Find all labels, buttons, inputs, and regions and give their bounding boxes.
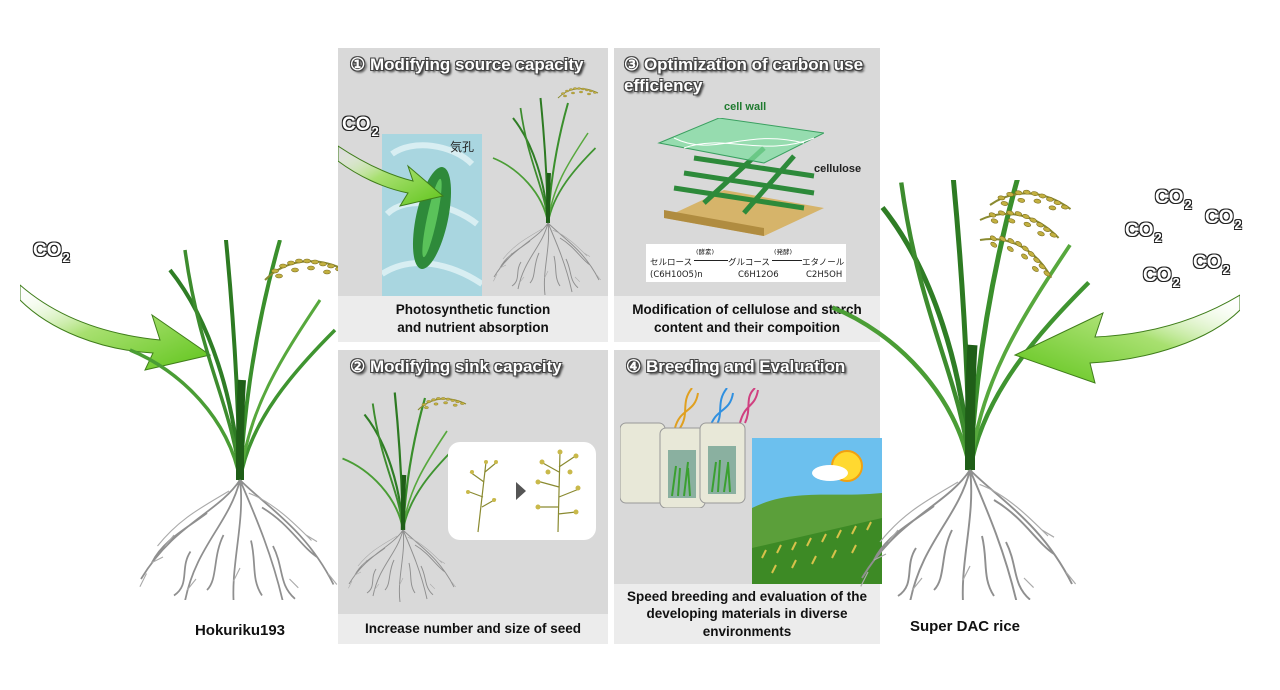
stomata-label: 気孔: [450, 140, 475, 154]
cell-wall-label: cell wall: [724, 101, 767, 113]
reaction-step-1: セルロース: [650, 258, 693, 268]
plant-label-super-dac: Super DAC rice: [909, 618, 1021, 635]
co2-label-right-4: CO2: [1193, 252, 1230, 277]
panel-breeding: ④ Breeding and Evaluation: [614, 350, 882, 644]
rice-plant-hokuriku193-icon: [115, 240, 365, 600]
panel-title-breeding: ④ Breeding and Evaluation: [626, 357, 846, 376]
plant-label-hokuriku193: Hokuriku193: [194, 622, 286, 639]
reaction-step-2: グルコース: [728, 258, 770, 268]
panel-caption-breeding: Speed breeding and evaluation of the dev…: [614, 584, 880, 644]
rice-field-icon: [752, 438, 882, 584]
panel-title-source: ① Modifying source capacity: [350, 55, 584, 74]
reaction-arrow-1: [694, 260, 728, 261]
reaction-formula-2: C6H12O6: [738, 270, 779, 280]
reaction-step-3: エタノール: [802, 258, 845, 268]
co2-label-left: CO2: [33, 240, 70, 265]
co2-label-panel1: CO2: [342, 114, 379, 139]
reaction-enzyme-1: (酵素): [696, 248, 715, 256]
co2-arrow-left-icon: [20, 245, 220, 375]
co2-label-right-1: CO2: [1155, 187, 1192, 212]
panel-caption-carbon: Modification of cellulose and starch con…: [614, 296, 880, 342]
co2-arrow-stomata-icon: [338, 136, 448, 216]
panicle-comparison-box: [448, 442, 596, 540]
co2-label-right-3: CO2: [1125, 220, 1162, 245]
panel-sink-capacity: ② Modifying sink capacity Increase numbe…: [338, 350, 608, 644]
panicle-icon: [466, 449, 581, 533]
rice-plant-small-icon: [488, 78, 608, 298]
cellulose-label: cellulose: [814, 163, 862, 175]
reaction-formula-1: (C6H10O5)n: [650, 270, 703, 280]
growth-chamber-icon: [620, 388, 770, 508]
co2-label-right-2: CO2: [1205, 207, 1242, 232]
panel-title-carbon: ③ Optimization of carbon use efficiency: [624, 55, 864, 96]
stomata-icon: [382, 134, 482, 302]
reaction-enzyme-2: (発酵): [774, 248, 793, 256]
panel-caption-sink: Increase number and size of seed: [338, 614, 608, 644]
panel-source-capacity: ① Modifying source capacity 気孔 CO2 Photo…: [338, 48, 608, 342]
co2-label-right-5: CO2: [1143, 265, 1180, 290]
reaction-formula-3: C2H5OH: [806, 270, 843, 280]
panel-caption-source: Photosynthetic function and nutrient abs…: [338, 296, 608, 342]
co2-arrow-right-icon: [1010, 255, 1240, 395]
reaction-scheme: セルロース (酵素) グルコース (発酵) エタノール (C6H10O5)n C…: [646, 244, 846, 282]
cellulose-structure-icon: [654, 118, 824, 238]
panel-title-sink: ② Modifying sink capacity: [350, 357, 562, 376]
reaction-arrow-2: [772, 260, 802, 261]
panel-carbon-efficiency: ③ Optimization of carbon use efficiency …: [614, 48, 880, 342]
dna-icon: [674, 388, 699, 429]
